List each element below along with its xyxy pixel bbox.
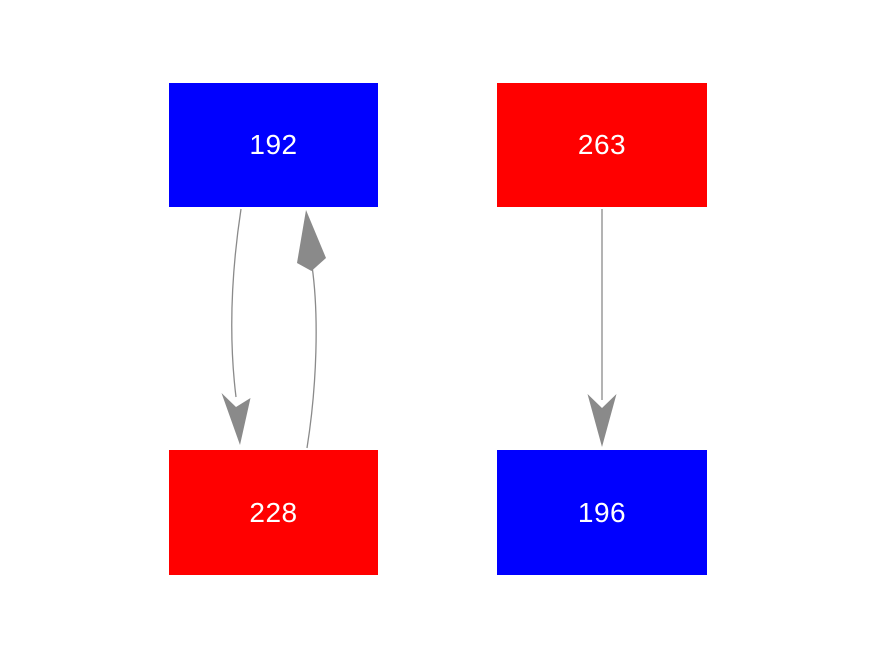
node-196-label: 196 <box>577 496 627 528</box>
edge-228-to-192-line <box>306 265 317 449</box>
edge-192-to-228-arrowhead-icon <box>221 393 251 445</box>
node-263-label: 263 <box>577 129 627 160</box>
edge-228-to-192 <box>297 210 326 449</box>
node-228-label: 228 <box>249 496 298 528</box>
edge-192-to-228-line <box>231 208 242 398</box>
node-196[interactable]: 196 <box>497 450 707 575</box>
edge-192-to-228 <box>221 208 251 445</box>
node-263[interactable]: 263 <box>497 83 707 207</box>
node-192[interactable]: 192 <box>169 83 378 207</box>
node-192-label: 192 <box>249 129 298 160</box>
edge-263-to-196-arrowhead-icon <box>587 394 617 447</box>
edge-263-to-196 <box>587 209 617 447</box>
node-228[interactable]: 228 <box>169 450 378 575</box>
edge-228-to-192-arrowhead-icon <box>297 210 326 271</box>
